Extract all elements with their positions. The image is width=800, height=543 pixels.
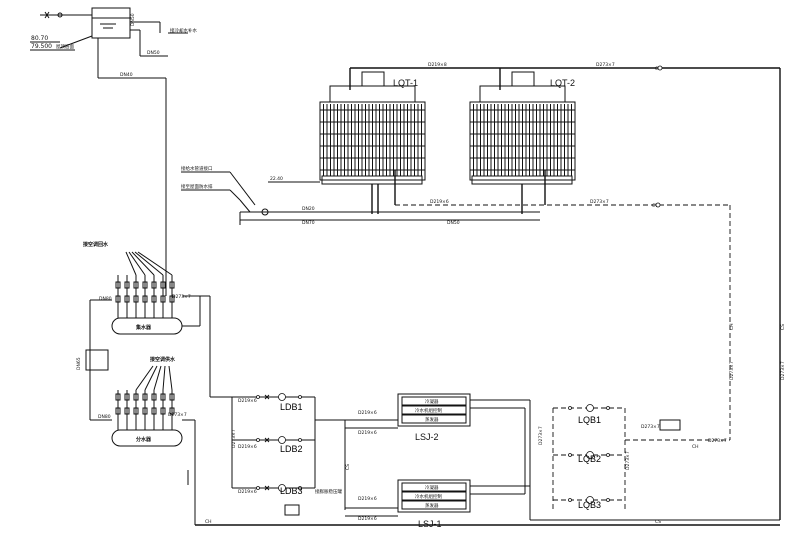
- pipe-d219x6-b: D219×6: [358, 430, 377, 436]
- cooling-tower-2: LQT-2: [469, 71, 576, 185]
- tank-level-bottom: 79.500: [31, 43, 52, 50]
- chiller-lsj2-label: LSJ-2: [415, 432, 439, 442]
- pipe-d273x7-lqb2: D273×7: [625, 451, 631, 470]
- pipe-ch-lqb: CH: [692, 444, 699, 450]
- lsj2-evap: 蒸发器: [425, 416, 439, 423]
- pipe-d219x8: D219×8: [428, 62, 447, 68]
- pump-lqb1-label: LQB1: [578, 415, 602, 425]
- pipe-d219x6-l: D219×6: [238, 444, 257, 450]
- pipe-dn80: DN80: [99, 296, 112, 302]
- pipe-cs-right: CS: [780, 324, 786, 330]
- cooling-tower-1: LQT-1: [319, 71, 426, 185]
- air-return-note: 接空调回水: [82, 241, 109, 248]
- expansion-tank: 80.70 79.500 屋顶层面 DN50 DN50 DN40 接冷却水补水: [30, 7, 197, 296]
- lsj2-ctrl: 冷水机组控制: [415, 407, 442, 414]
- pipe-d273x7-top: D273×7: [596, 62, 615, 68]
- pipe-dn40: DN40: [120, 72, 133, 78]
- pipe-d273x7-right: D273×7: [729, 361, 735, 380]
- chiller-lsj1-label: LSJ-1: [418, 519, 442, 529]
- air-supply-note: 接空调供水: [149, 356, 176, 363]
- pipe-d273x7-ldb: D273×7: [231, 429, 237, 448]
- lsj1-cond: 冷凝器: [425, 484, 439, 491]
- pipe-ch-right: CH: [729, 323, 735, 330]
- pipe-d219x6-a: D219×6: [358, 410, 377, 416]
- pipe-cs-left: CS: [345, 464, 351, 470]
- return-header: 接空调回水 集水器 DN80 DN65: [76, 241, 183, 405]
- pump-ldb3-label: LDB3: [280, 486, 303, 496]
- pipe-d273x7-bot: D273×7: [708, 438, 727, 444]
- chiller-lsj1: 冷凝器 冷水机组控制 蒸发器 LSJ-1: [397, 479, 471, 529]
- pump-lqb2-label: LQB2: [578, 454, 602, 464]
- pipe-d219x6-l2: D219×6: [238, 398, 257, 404]
- pipe-d273x7-rr: D273×7: [780, 361, 786, 380]
- drain-note-1: 接给水管道接口: [181, 165, 213, 172]
- pipe-d273x7-lqb: D273×7: [538, 426, 544, 445]
- lsj1-ctrl: 冷水机组控制: [415, 493, 442, 500]
- pipe-d219x6-top: D219×6: [430, 199, 449, 205]
- tank-level-top: 80.70: [31, 35, 48, 42]
- pipe-dn65: DN65: [76, 357, 82, 370]
- tower-elevation: 22.40: [270, 176, 283, 182]
- roof-label: 屋顶层面: [56, 44, 74, 50]
- pipe-dn50-main: DN50: [447, 220, 460, 226]
- pipe-chw: CH: [205, 519, 212, 525]
- chiller-lsj2: 冷凝器 冷水机组控制 蒸发器 LSJ-2: [397, 393, 471, 442]
- return-header-label: 集水器: [135, 324, 152, 331]
- pump-ldb1-label: LDB1: [280, 402, 303, 412]
- supply-header-label: 分水器: [136, 436, 152, 443]
- lsj1-evap: 蒸发器: [425, 502, 439, 509]
- pipe-dn70: DN70: [302, 220, 315, 226]
- pipe-d219x6-l3: D219×6: [238, 489, 257, 495]
- pipe-dn80b: DN80: [98, 414, 111, 420]
- pipe-d219x6-d: D219×6: [358, 516, 377, 522]
- pump-lqb3-label: LQB3: [578, 500, 602, 510]
- pump-ldb2-label: LDB2: [280, 444, 303, 454]
- pipe-d219x6-c: D219×6: [358, 496, 377, 502]
- pipe-d273x7-mid: D273×7: [590, 199, 609, 205]
- pipe-d273x7-left: D273×7: [172, 294, 191, 300]
- pipe-dn50b: DN50: [147, 50, 160, 56]
- tower-lqt2-label: LQT-2: [550, 78, 575, 88]
- pipe-d273x7-lqb3: D273×7: [641, 424, 660, 430]
- lsj2-cond: 冷凝器: [425, 398, 439, 405]
- pipe-cs-bot: CS: [655, 519, 661, 525]
- tower-lqt1-label: LQT-1: [393, 78, 418, 88]
- supply-header: 接空调供水 分水器 DN80: [89, 356, 183, 447]
- pipe-dn20: DN20: [302, 206, 315, 212]
- pipe-dn50a: DN50: [130, 13, 136, 26]
- pipe-d273x7-sup: D273×7: [168, 412, 187, 418]
- expansion-note: 接膨胀稳压罐: [315, 488, 342, 495]
- drain-note-2: 接至屋面防水排: [181, 183, 213, 190]
- tank-note: 接冷却水补水: [170, 27, 197, 34]
